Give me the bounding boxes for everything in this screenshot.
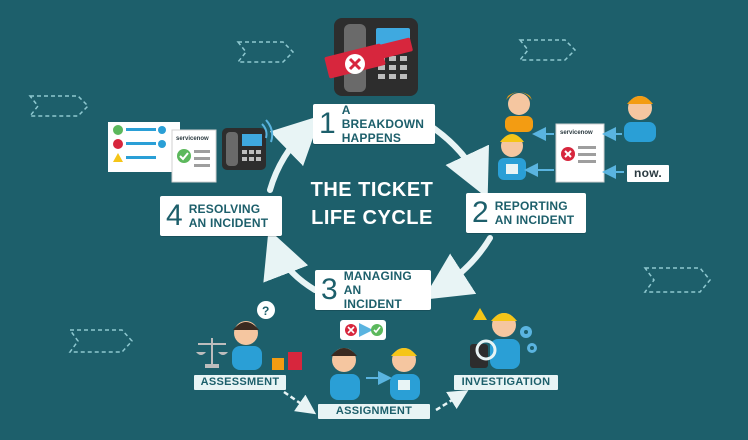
- reporting-illustration: servicenow: [498, 92, 656, 183]
- servicenow-label-2: servicenow: [560, 130, 593, 136]
- broken-phone-illustration: [324, 18, 418, 96]
- assignment-illustration: [330, 320, 420, 400]
- resolving-illustration: servicenow: [108, 119, 274, 183]
- step-box-managing: 3 MANAGING AN INCIDENT: [315, 269, 431, 311]
- question-icon: ?: [262, 304, 269, 318]
- step-box-reporting: 2 REPORTING AN INCIDENT: [466, 193, 586, 233]
- step-number: 3: [321, 273, 338, 306]
- assessment-illustration: ?: [196, 301, 302, 370]
- step-label-line-2: AN INCIDENT: [494, 213, 575, 227]
- phase-investigation: INVESTIGATION: [454, 375, 558, 390]
- title-line-2: LIFE CYCLE: [311, 207, 433, 229]
- step-number: 2: [472, 196, 489, 229]
- phase-assignment: ASSIGNMENT: [318, 404, 430, 419]
- title-line-1: THE TICKET: [310, 179, 434, 201]
- step-number: 1: [319, 107, 336, 140]
- servicenow-label: servicenow: [176, 136, 209, 142]
- step-label-line-2: AN INCIDENT: [343, 283, 402, 311]
- step-label-line-1: REPORTING: [494, 199, 568, 213]
- diagram-title: THE TICKET LIFE CYCLE: [292, 176, 452, 232]
- step-number: 4: [166, 199, 183, 232]
- decor-chevrons: [28, 39, 711, 353]
- step-label-line-1: MANAGING: [343, 269, 412, 283]
- step-box-breakdown: 1 A BREAKDOWN HAPPENS: [313, 103, 435, 145]
- step-label-line-2: AN INCIDENT: [188, 216, 269, 230]
- step-label-line-1: A BREAKDOWN: [341, 103, 425, 131]
- phase-assessment: ASSESSMENT: [194, 375, 286, 390]
- investigation-illustration: [470, 308, 537, 369]
- phase-arrows: [283, 390, 469, 415]
- now-logo: now.: [627, 165, 669, 182]
- step-box-resolving: 4 RESOLVING AN INCIDENT: [160, 196, 282, 236]
- cycle-arrows: [263, 115, 493, 300]
- step-label-line-2: HAPPENS: [341, 131, 402, 145]
- step-label-line-1: RESOLVING: [188, 202, 261, 216]
